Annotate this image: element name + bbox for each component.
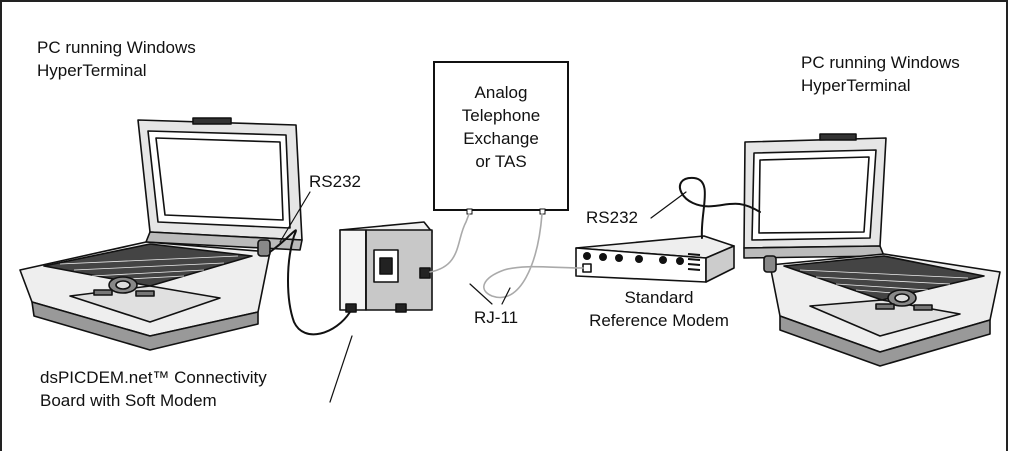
exchange-port-right	[539, 208, 546, 215]
rj11-label: RJ-11	[474, 308, 519, 327]
exchange-line2: Telephone	[461, 106, 541, 125]
rs232-leader-right	[650, 191, 687, 219]
board-line2: Board with Soft Modem	[40, 391, 217, 410]
rs232-cable-left	[269, 229, 351, 336]
modem-label: Standard Reference Modem	[574, 286, 744, 332]
board-leader	[329, 335, 353, 403]
left-pc-line1: PC running Windows	[37, 38, 196, 57]
right-pc-line1: PC running Windows	[801, 53, 960, 72]
connectivity-board-icon	[339, 221, 433, 313]
rj11-cable-modem	[483, 213, 584, 299]
rj11-cable-board	[429, 213, 470, 273]
rj11-leader-1	[469, 283, 493, 305]
exchange-line3: Exchange	[463, 129, 539, 148]
exchange-label: Analog Telephone Exchange or TAS	[434, 81, 568, 173]
rs232-label-left: RS232	[309, 172, 361, 191]
rj11-leader-2	[501, 287, 511, 305]
right-laptop-icon	[743, 133, 1001, 367]
left-laptop-icon	[19, 117, 303, 351]
board-label: dsPICDEM.net™ Connectivity Board with So…	[40, 366, 267, 412]
left-pc-line2: HyperTerminal	[37, 61, 147, 80]
rs232-leader-left	[279, 191, 311, 243]
left-pc-label: PC running Windows HyperTerminal	[37, 36, 196, 82]
rs232-label-right: RS232	[586, 208, 638, 227]
standard-modem-icon	[575, 235, 735, 283]
rs232-cable-right	[679, 176, 761, 239]
right-pc-label: PC running Windows HyperTerminal	[801, 51, 960, 97]
modem-line2: Reference Modem	[589, 311, 729, 330]
exchange-line4: or TAS	[475, 152, 527, 171]
exchange-line1: Analog	[474, 83, 528, 102]
exchange-port-left	[466, 208, 473, 215]
right-pc-line2: HyperTerminal	[801, 76, 911, 95]
modem-line1: Standard	[624, 288, 694, 307]
cables	[269, 176, 761, 403]
board-line1: dsPICDEM.net™ Connectivity	[40, 368, 267, 387]
telephone-exchange-box	[433, 61, 569, 211]
